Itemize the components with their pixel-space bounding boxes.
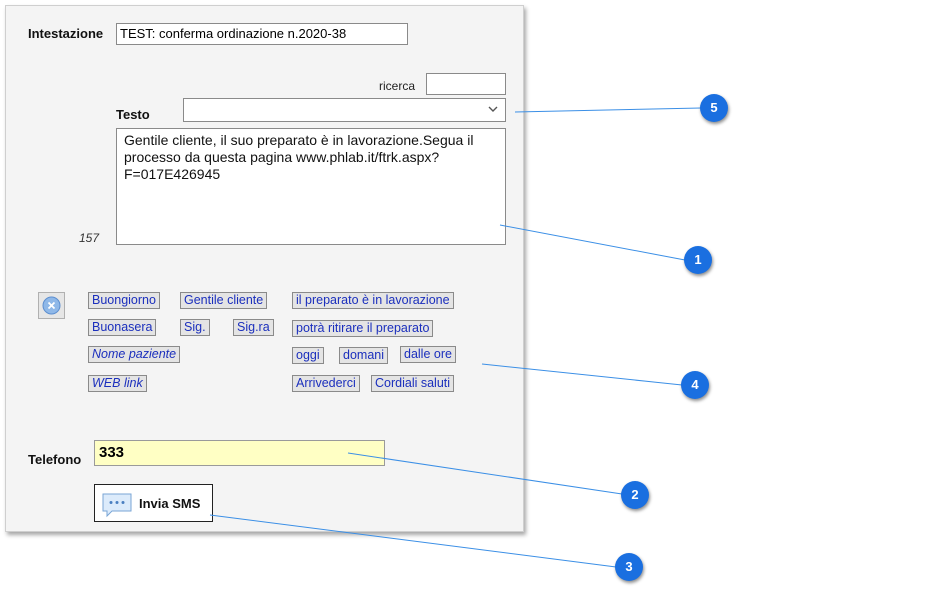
message-textarea[interactable]: Gentile cliente, il suo preparato è in l… [116, 128, 506, 245]
testo-select[interactable] [183, 98, 506, 122]
callout-badge-1: 1 [684, 246, 712, 274]
chip-nome-paziente[interactable]: Nome paziente [88, 346, 181, 363]
chip-oggi[interactable]: oggi [292, 347, 324, 364]
callout-line-3 [209, 514, 617, 568]
sms-form-panel: Intestazione TEST: conferma ordinazione … [5, 5, 524, 532]
telefono-label: Telefono [28, 452, 82, 467]
chat-bubble-icon [102, 493, 132, 518]
chip-gentile-cliente[interactable]: Gentile cliente [180, 292, 268, 309]
callout-badge-3: 3 [615, 553, 643, 581]
chip-web-link[interactable]: WEB link [88, 375, 147, 392]
chip-preparato-lavorazione[interactable]: il preparato è in lavorazione [292, 292, 454, 309]
callout-badge-4: 4 [681, 371, 709, 399]
chip-buongiorno[interactable]: Buongiorno [88, 292, 160, 309]
intestazione-input[interactable]: TEST: conferma ordinazione n.2020-38 [116, 23, 408, 45]
telefono-input[interactable]: 333 [94, 440, 385, 466]
testo-label: Testo [116, 107, 150, 122]
char-counter: 157 [79, 231, 100, 245]
callout-line-1 [499, 224, 686, 261]
send-sms-label: Invia SMS [139, 496, 201, 511]
chevron-down-icon [488, 106, 498, 112]
chip-domani[interactable]: domani [339, 347, 388, 364]
ricerca-label: ricerca [379, 79, 416, 93]
callout-badge-5: 5 [700, 94, 728, 122]
chip-sig[interactable]: Sig. [180, 319, 210, 336]
chip-cordiali-saluti[interactable]: Cordiali saluti [371, 375, 455, 392]
chip-dalle-ore[interactable]: dalle ore [400, 346, 456, 363]
callout-line-4 [481, 363, 683, 386]
send-sms-button[interactable]: Invia SMS [94, 484, 213, 522]
ricerca-input[interactable] [426, 73, 506, 95]
clear-x-icon [42, 296, 61, 315]
chip-buonasera[interactable]: Buonasera [88, 319, 157, 336]
callout-line-5 [514, 107, 702, 113]
chip-arrivederci[interactable]: Arrivederci [292, 375, 360, 392]
clear-button[interactable] [38, 292, 65, 319]
chip-potra-ritirare[interactable]: potrà ritirare il preparato [292, 320, 434, 337]
callout-badge-2: 2 [621, 481, 649, 509]
chip-sigra[interactable]: Sig.ra [233, 319, 274, 336]
intestazione-label: Intestazione [28, 26, 104, 41]
callout-line-2 [347, 452, 623, 495]
